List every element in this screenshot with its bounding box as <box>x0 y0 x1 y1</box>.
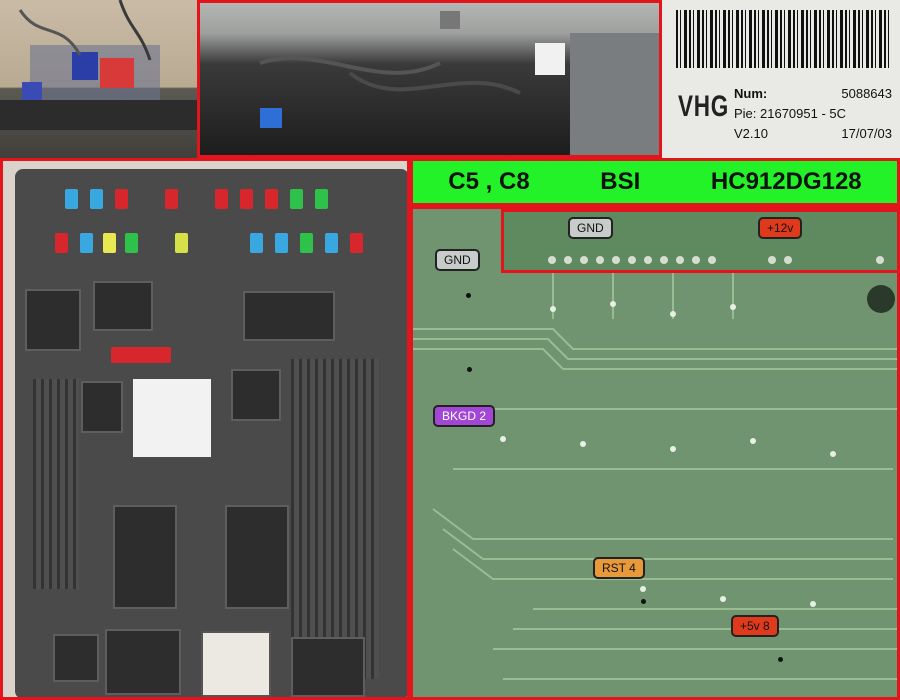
fuse <box>275 233 288 253</box>
bsi-unit <box>15 169 407 697</box>
photo-bsi-unit <box>0 158 410 700</box>
callout-bkgd: BKGD 2 <box>433 405 496 427</box>
relay-fuse <box>111 347 171 363</box>
relay-sticker <box>133 379 211 457</box>
fuse <box>55 233 68 253</box>
callout-plus5v: +5v 8 <box>731 615 779 637</box>
title-model: C5 , C8 <box>448 168 530 195</box>
connector-block <box>105 629 181 695</box>
fuse <box>300 233 313 253</box>
label-brand: VHG <box>678 90 730 123</box>
label-pie: Pie: 21670951 - 5C <box>734 106 847 121</box>
fuse <box>103 233 116 253</box>
vent-grille <box>33 379 79 589</box>
title-bar: C5 , C8 BSI HC912DG128 <box>410 158 900 206</box>
connector-block <box>113 505 177 609</box>
callout-plus12v: +12v <box>758 217 803 239</box>
photo-pcb: GND +12v GND BKGD 2 RST 4 +5v 8 <box>410 206 900 700</box>
fuse <box>315 189 328 209</box>
fuse <box>165 189 178 209</box>
connector-block <box>291 637 365 697</box>
title-chip: HC912DG128 <box>710 168 862 195</box>
fuse <box>265 189 278 209</box>
fuse <box>115 189 128 209</box>
connector-block <box>231 369 281 421</box>
pcb-inset <box>501 209 897 273</box>
fuse <box>290 189 303 209</box>
label-version: V2.10 <box>734 126 768 141</box>
photo-dash-wiring <box>0 0 197 158</box>
white-connector <box>201 631 271 697</box>
connector-block <box>225 505 289 609</box>
inset-pins <box>548 256 884 264</box>
callout-gnd-inset: GND <box>568 217 613 239</box>
barcode <box>676 10 890 68</box>
fuse <box>125 233 138 253</box>
label-date: 17/07/03 <box>841 126 892 141</box>
fuse <box>80 233 93 253</box>
photo-glovebox <box>197 0 662 158</box>
label-num-value: 5088643 <box>841 86 892 101</box>
fuse <box>250 233 263 253</box>
fuse <box>215 189 228 209</box>
connector-block <box>25 289 81 351</box>
fuse <box>325 233 338 253</box>
fuse <box>240 189 253 209</box>
label-num-caption: Num: <box>734 86 768 101</box>
fuse <box>90 189 103 209</box>
pcb-traces <box>413 269 897 680</box>
wiring-sketch <box>0 0 197 130</box>
connector-block <box>81 381 123 433</box>
glovebox-sketch <box>259 11 659 155</box>
plus5v-test-point <box>778 657 783 662</box>
bkgd-test-point <box>467 367 472 372</box>
callout-gnd-main: GND <box>435 249 480 271</box>
fuse <box>350 233 363 253</box>
fuse <box>175 233 188 253</box>
callout-rst: RST 4 <box>593 557 645 579</box>
connector-block <box>243 291 335 341</box>
vent-grille <box>291 359 379 679</box>
fuse <box>65 189 78 209</box>
title-module: BSI <box>600 168 641 195</box>
gnd-test-point <box>466 293 471 298</box>
connector-block <box>93 281 153 331</box>
connector-block <box>53 634 99 682</box>
bsi-label-photo: VHG Num: 5088643 Pie: 21670951 - 5C V2.1… <box>662 0 900 158</box>
rst-test-point <box>641 599 646 604</box>
